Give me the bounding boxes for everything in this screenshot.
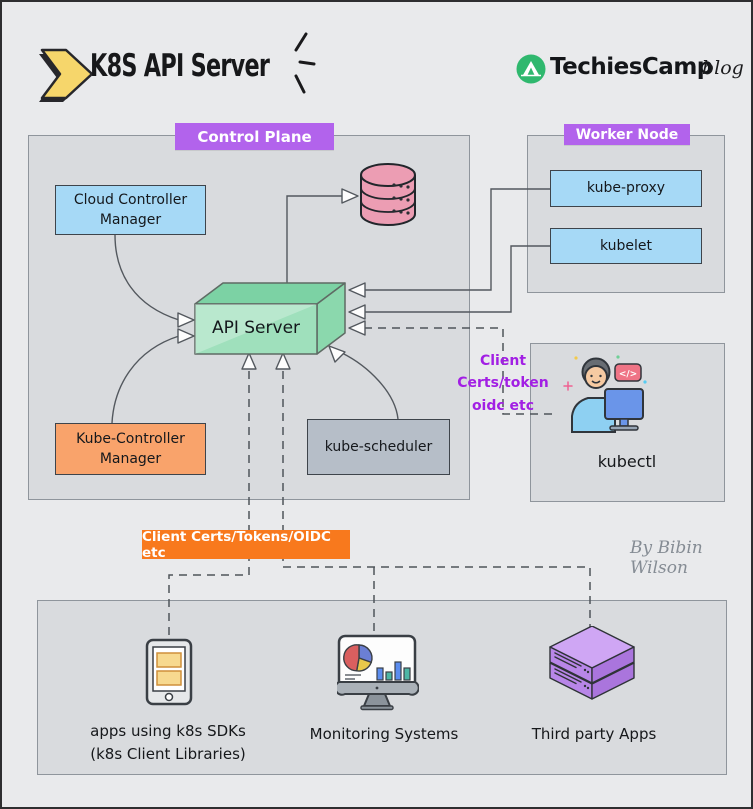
svg-text:</>: </>: [619, 370, 637, 380]
sdk-apps-line1: apps using k8s SDKs: [90, 722, 246, 740]
kubectl-auth-line1: Client Certs/token: [457, 353, 549, 392]
kubectl-label: kubectl: [597, 452, 657, 471]
node-kube-scheduler: kube-scheduler: [307, 419, 450, 475]
camp-tent-icon: [516, 54, 546, 84]
control-plane-label: Control Plane: [175, 123, 334, 150]
node-api-server: API Server: [211, 318, 301, 338]
title-sparkle-icon: [294, 32, 316, 94]
kubectl-auth-annotation: Client Certs/token oidc etc: [432, 350, 574, 417]
node-cloud-controller-manager: Cloud Controller Manager: [55, 185, 206, 235]
etcd-database-icon: [360, 163, 416, 226]
page-title: K8S API Server: [90, 48, 270, 84]
author-credit: By Bibin Wilson: [630, 538, 703, 578]
node-kube-proxy: kube-proxy: [550, 170, 702, 207]
mobile-app-icon: [145, 638, 193, 706]
brand-name: TechiesCamp: [550, 54, 713, 80]
clients-auth-banner: Client Certs/Tokens/OIDC etc: [142, 529, 350, 561]
sdk-apps-line2: (k8s Client Libraries): [90, 744, 246, 763]
node-kubelet: kubelet: [550, 228, 702, 264]
worker-node-box: [527, 135, 725, 293]
worker-node-label: Worker Node: [564, 124, 690, 145]
monitoring-dashboard-icon: [337, 634, 419, 711]
kubectl-auth-line2: oidc etc: [471, 397, 535, 414]
brand-tag: blog: [702, 57, 744, 79]
sdk-apps-label: apps using k8s SDKs (k8s Client Librarie…: [68, 720, 268, 765]
double-chevron-icon: [39, 48, 94, 102]
api-server-3d-box: [194, 282, 346, 355]
monitoring-label: Monitoring Systems: [309, 725, 459, 743]
third-party-label: Third party Apps: [531, 725, 657, 743]
node-kube-controller-manager: Kube-Controller Manager: [55, 423, 206, 475]
server-stack-icon: [549, 626, 635, 700]
